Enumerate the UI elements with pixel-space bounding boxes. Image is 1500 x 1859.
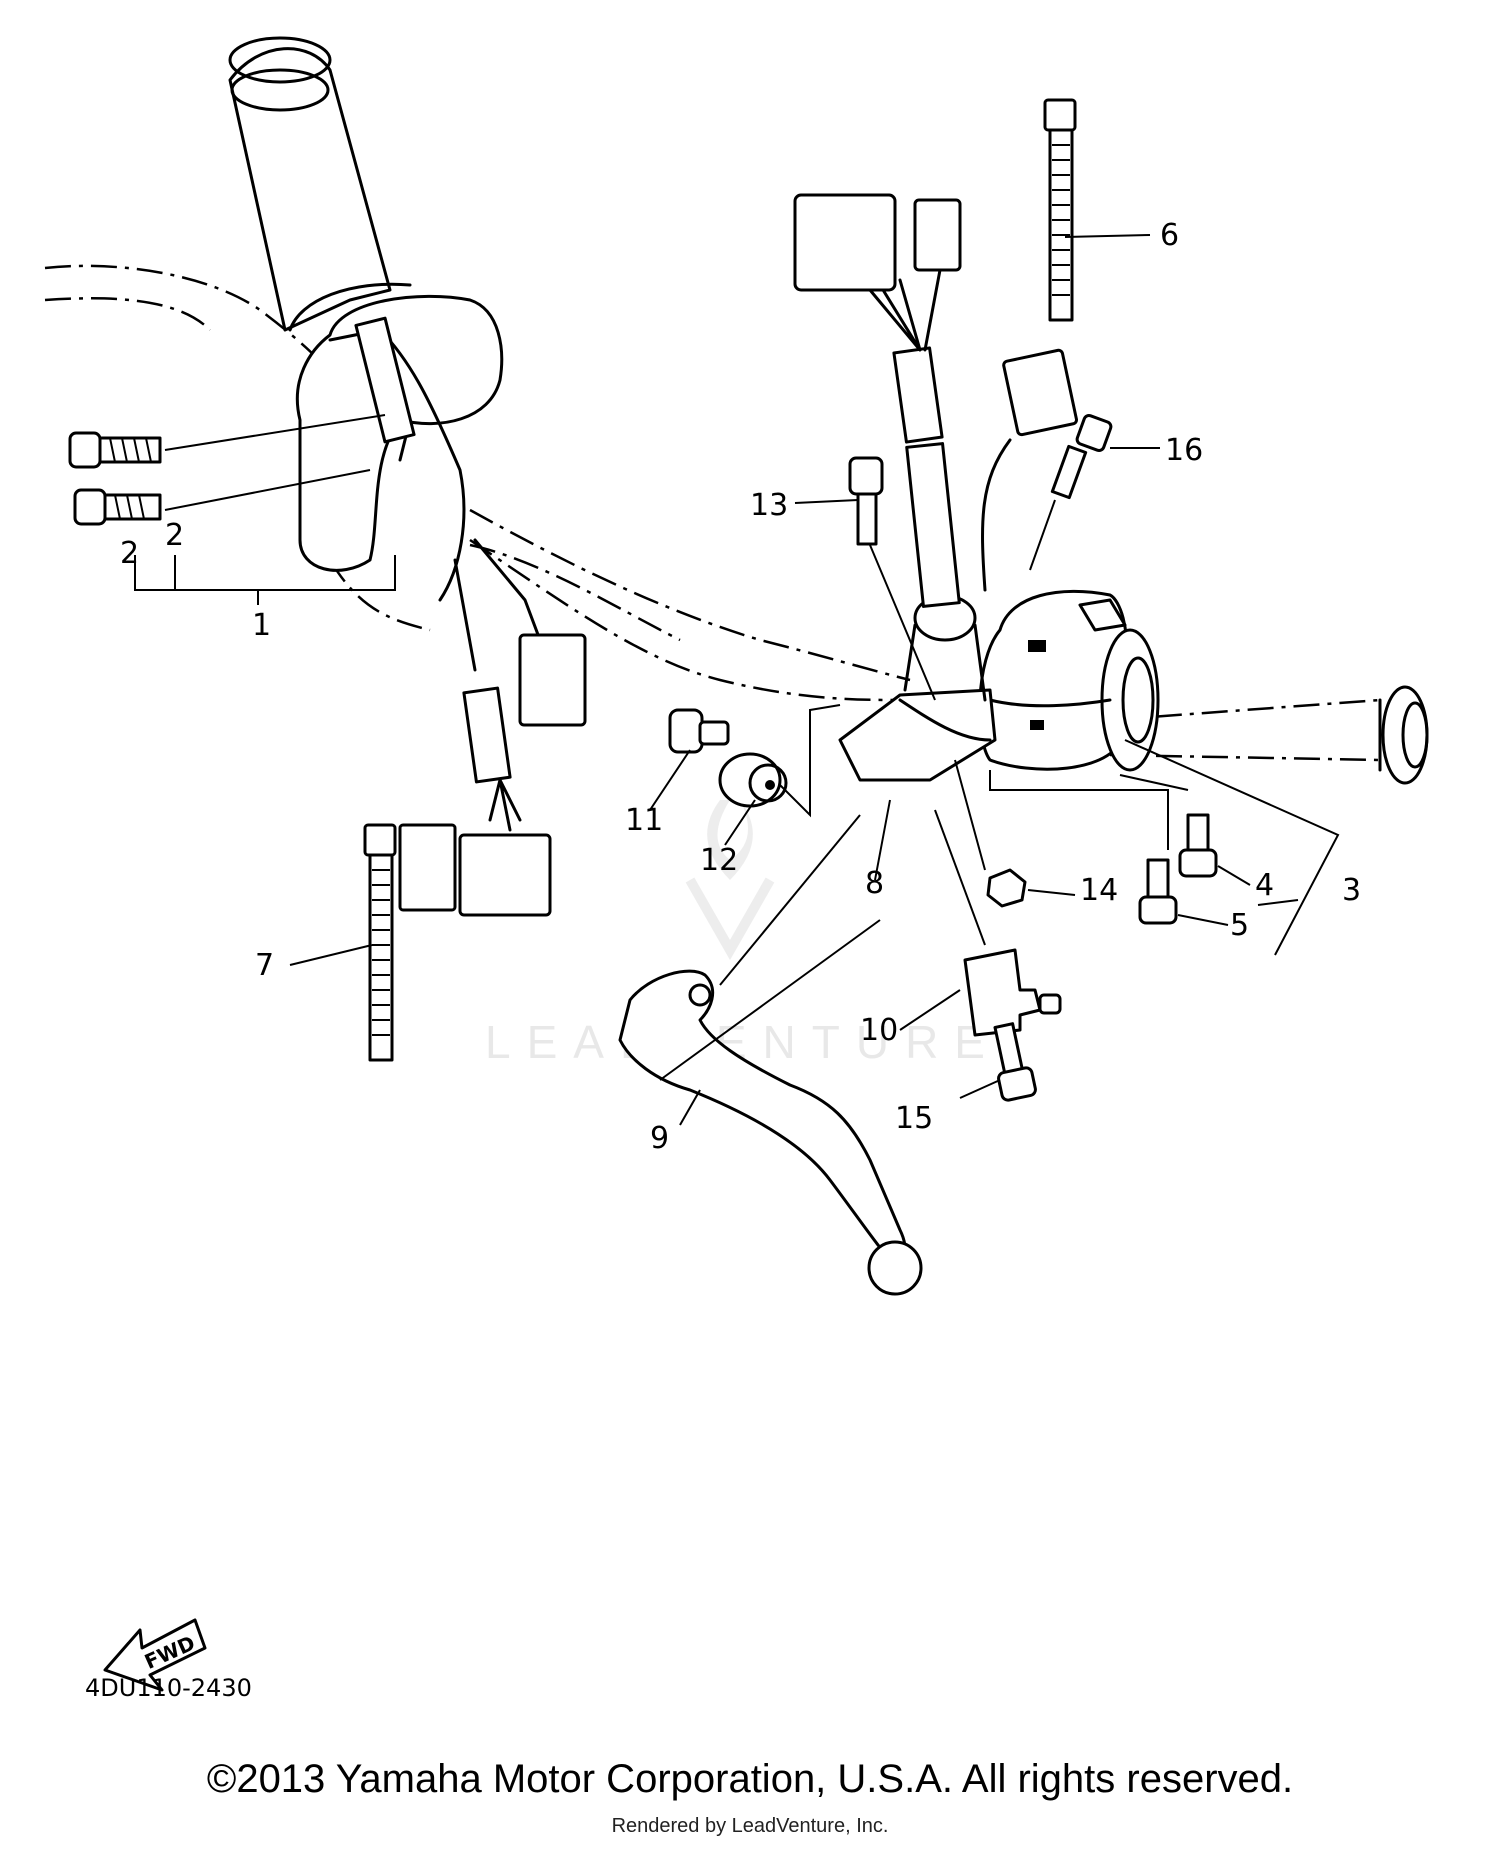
copyright-notice: ©2013 Yamaha Motor Corporation, U.S.A. A… xyxy=(206,1757,1294,1801)
handlebar-outline xyxy=(44,264,1381,762)
callout-1: 1 xyxy=(252,608,271,643)
callout-11: 11 xyxy=(625,803,663,838)
callout-8: 8 xyxy=(865,866,884,901)
bolt-16 xyxy=(1029,414,1113,571)
callout-5: 5 xyxy=(1230,908,1249,943)
callout-2a: 2 xyxy=(120,536,139,571)
callout-7: 7 xyxy=(255,948,274,983)
leadventure-watermark: LEADVENTURE xyxy=(485,800,985,1068)
brake-switch-10 xyxy=(934,809,1062,1037)
callout-9: 9 xyxy=(650,1121,669,1156)
callout-15: 15 xyxy=(895,1101,933,1136)
callout-16: 16 xyxy=(1165,433,1203,468)
rendered-by-credit: Rendered by LeadVenture, Inc. xyxy=(611,1815,889,1837)
brake-lever-9 xyxy=(618,814,923,1296)
right-leaders xyxy=(989,739,1340,956)
screw-15 xyxy=(993,1022,1037,1102)
screw-2b xyxy=(73,488,162,526)
diagram-code: 4DU110-2430 xyxy=(85,1674,252,1702)
left-leaders xyxy=(134,414,396,605)
right-grip xyxy=(1378,685,1429,785)
screw-4 xyxy=(1178,813,1218,878)
callout-10: 10 xyxy=(860,1013,898,1048)
right-switch-housing xyxy=(978,589,1160,772)
left-wire-harness xyxy=(398,538,587,917)
bolt-13 xyxy=(848,456,936,701)
callout-3: 3 xyxy=(1342,873,1361,908)
master-cylinder-bracket xyxy=(838,594,997,782)
cable-tie-6 xyxy=(1043,98,1077,322)
callout-4: 4 xyxy=(1255,868,1274,903)
screw-2a xyxy=(68,431,162,469)
cable-tie-7 xyxy=(363,823,397,1062)
left-grip xyxy=(228,36,412,332)
callout-labels: 1 2 2 3 4 5 6 7 8 9 10 11 12 13 14 15 16 xyxy=(120,218,1361,1156)
callout-14: 14 xyxy=(1080,873,1118,908)
adjuster-12 xyxy=(718,704,841,818)
left-switch-housing xyxy=(295,294,504,602)
adjuster-11 xyxy=(668,708,730,754)
callout-12: 12 xyxy=(700,843,738,878)
callout-13: 13 xyxy=(750,488,788,523)
right-wire-harness xyxy=(793,193,1079,608)
callout-2b: 2 xyxy=(165,518,184,553)
screw-5 xyxy=(1138,858,1178,925)
callout-leaders xyxy=(289,234,1299,1126)
nut-14 xyxy=(954,759,1027,908)
callout-6: 6 xyxy=(1160,218,1179,253)
